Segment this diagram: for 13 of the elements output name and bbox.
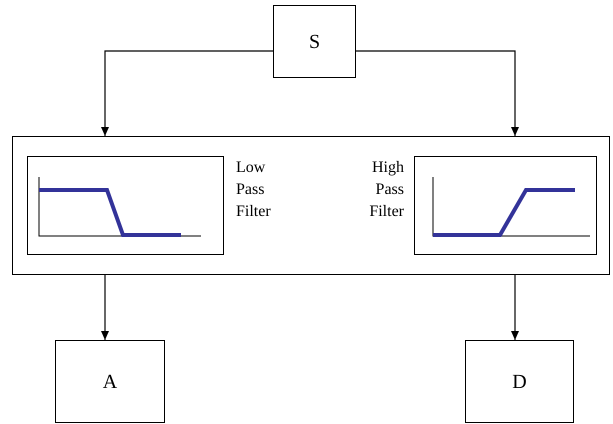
arrow bbox=[356, 50, 519, 136]
filter-label: Low Pass Filter bbox=[236, 158, 272, 222]
box-label: A bbox=[102, 372, 118, 392]
process-box bbox=[273, 5, 356, 78]
process-box bbox=[465, 340, 574, 423]
filter-label: High Pass Filter bbox=[368, 158, 404, 222]
container-box bbox=[12, 136, 610, 275]
box-label: D bbox=[512, 372, 527, 392]
arrow bbox=[511, 275, 519, 340]
process-box bbox=[55, 340, 165, 423]
arrow bbox=[101, 275, 109, 340]
arrow bbox=[101, 50, 273, 136]
box-label: S bbox=[308, 32, 320, 52]
